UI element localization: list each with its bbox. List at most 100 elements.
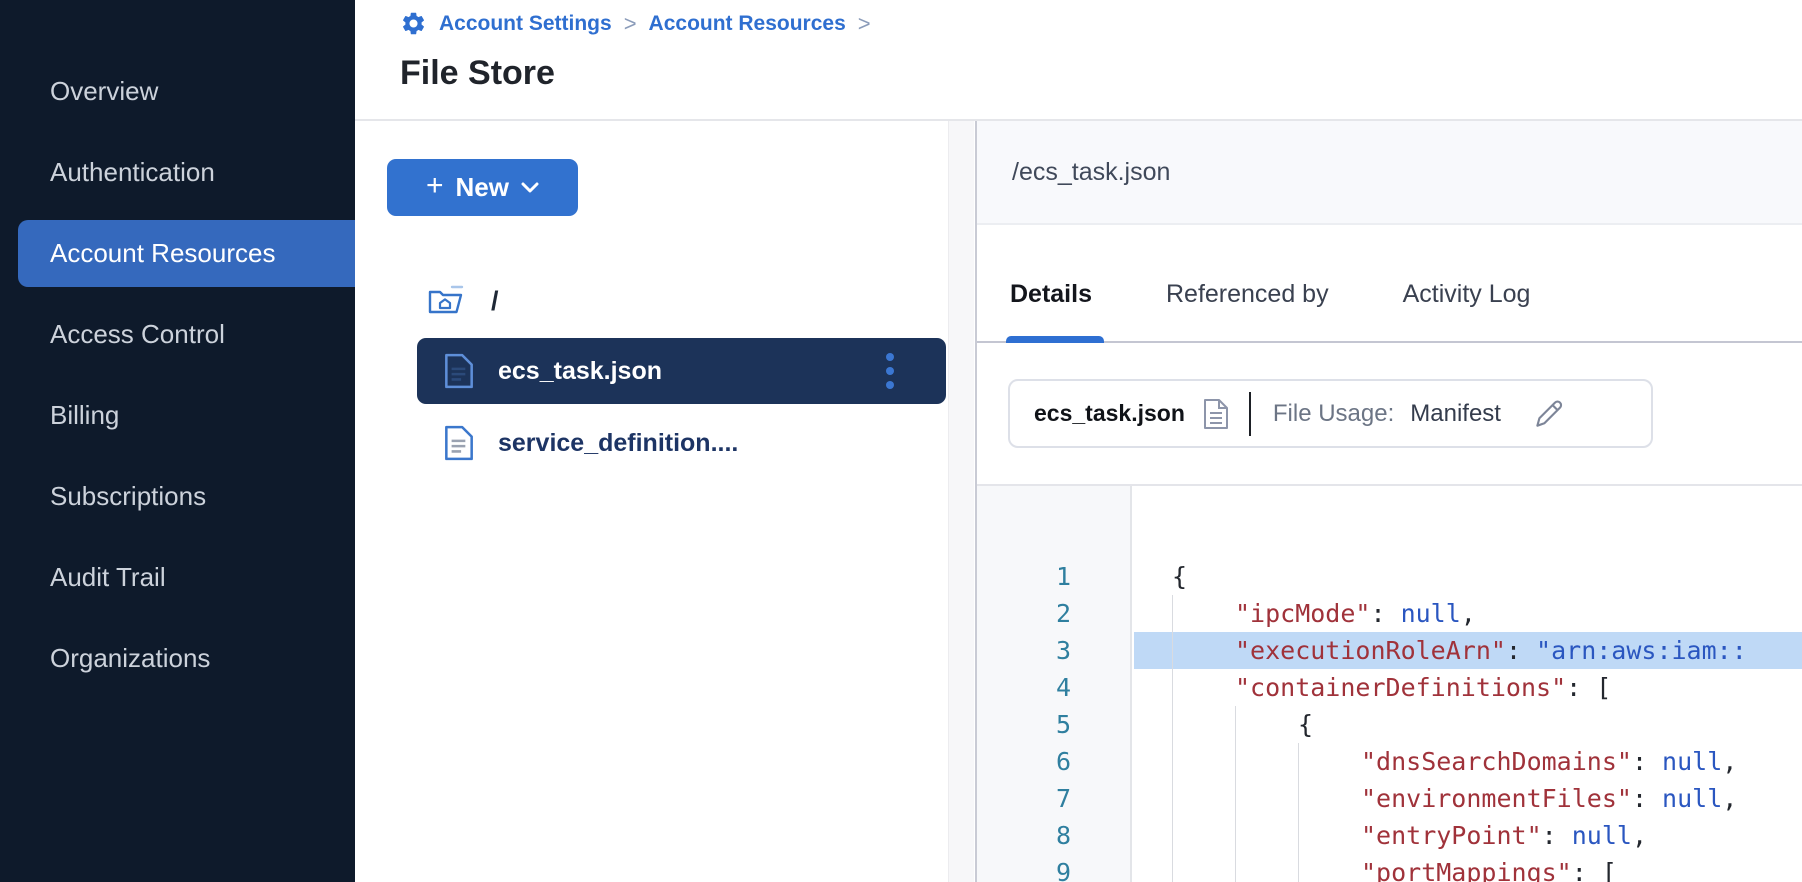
chevron-down-icon (521, 182, 539, 194)
edit-usage-button[interactable] (1531, 397, 1565, 431)
code-line-7: 7 "environmentFiles": null, (977, 780, 1802, 817)
code-token: null (1662, 784, 1723, 813)
file-icon (443, 352, 475, 390)
sidebar-item-label: Access Control (50, 319, 225, 349)
file-path-header: /ecs_task.json (977, 121, 1802, 225)
file-name: ecs_task.json (498, 356, 662, 385)
code-text: "executionRoleArn": "arn:aws:iam:: (1134, 632, 1802, 669)
code-token: "dnsSearchDomains" (1361, 747, 1632, 776)
indent-guide (1235, 854, 1298, 882)
code-token: "entryPoint" (1361, 821, 1542, 850)
sidebar-item-label: Billing (50, 400, 120, 430)
scrollbar[interactable] (948, 121, 974, 882)
sidebar-item-account-resources[interactable]: Account Resources (18, 220, 355, 287)
breadcrumb-link-account-resources[interactable]: Account Resources (648, 11, 846, 35)
code-token: "executionRoleArn" (1235, 636, 1506, 665)
sidebar-item-label: Organizations (50, 643, 211, 673)
code-text: "environmentFiles": null, (1134, 780, 1802, 817)
code-token: : [ (1566, 673, 1612, 702)
line-number: 2 (1055, 599, 1071, 628)
code-token: : (1541, 821, 1572, 850)
indent-guide (1298, 780, 1361, 817)
file-info-box: ecs_task.json File Usage: Manifest (1008, 379, 1653, 448)
indent-guide (1298, 854, 1361, 882)
file-name: service_definition.... (498, 428, 739, 457)
file-usage-value: Manifest (1410, 399, 1501, 427)
line-number: 4 (1055, 673, 1071, 702)
sidebar-item-label: Subscriptions (50, 481, 207, 511)
indent-guide (1172, 854, 1235, 882)
file-store-panel: + New / ecs_task.json (355, 121, 975, 882)
indent-guide (1172, 817, 1235, 854)
code-line-2: 2 "ipcMode": null, (977, 595, 1802, 632)
indent-guide (1235, 817, 1298, 854)
sidebar-item-access-control[interactable]: Access Control (0, 301, 355, 368)
indent-guide (1172, 632, 1235, 669)
code-token: : (1505, 636, 1537, 665)
sidebar-item-label: Overview (50, 76, 159, 106)
code-token: "containerDefinitions" (1235, 673, 1567, 702)
code-line-3: 3 "executionRoleArn": "arn:aws:iam:: (977, 632, 1802, 669)
line-number: 3 (1055, 636, 1071, 665)
root-path-label: / (491, 285, 499, 316)
file-icon (443, 424, 475, 462)
root-folder-row[interactable]: / (427, 284, 499, 318)
sidebar-item-organizations[interactable]: Organizations (0, 625, 355, 692)
tab-referenced-by[interactable]: Referenced by (1166, 280, 1329, 341)
file-usage-label: File Usage: (1272, 399, 1395, 427)
page-title: File Store (400, 54, 555, 92)
code-line-8: 8 "entryPoint": null, (977, 817, 1802, 854)
code-line-4: 4 "containerDefinitions": [ (977, 669, 1802, 706)
code-lines: 1 { 2 "ipcMode": null, 3 "executionRoleA… (977, 558, 1802, 882)
sidebar-item-billing[interactable]: Billing (0, 382, 355, 449)
code-token: , (1722, 784, 1738, 813)
kebab-menu-icon[interactable] (886, 353, 894, 389)
sidebar-item-overview[interactable]: Overview (0, 58, 355, 125)
code-token: null (1400, 599, 1461, 628)
indent-guide (1235, 706, 1298, 743)
code-text: "portMappings": [ (1134, 854, 1802, 882)
sidebar-item-subscriptions[interactable]: Subscriptions (0, 463, 355, 530)
sidebar-item-authentication[interactable]: Authentication (0, 139, 355, 206)
code-token: : [ (1571, 858, 1617, 882)
vertical-separator (1248, 391, 1251, 436)
code-token: null (1662, 747, 1723, 776)
code-text: "entryPoint": null, (1134, 817, 1802, 854)
indent-guide (1235, 743, 1298, 780)
page-header: Account Settings > Account Resources > File… (355, 0, 1802, 121)
line-number: 8 (1055, 821, 1071, 850)
code-token: : (1370, 599, 1401, 628)
panel-divider (975, 121, 977, 882)
code-token: null (1571, 821, 1632, 850)
new-button[interactable]: + New (387, 159, 578, 216)
file-row-service-definition[interactable]: service_definition.... (417, 410, 946, 476)
file-row-ecs-task-json[interactable]: ecs_task.json (417, 338, 946, 404)
code-token: , (1460, 599, 1476, 628)
indent-guide (1172, 595, 1235, 632)
breadcrumb-separator: > (623, 10, 637, 36)
folder-home-icon (427, 284, 467, 318)
indent-guide (1172, 706, 1235, 743)
new-button-label: New (455, 172, 509, 202)
breadcrumb-link-account-settings[interactable]: Account Settings (439, 11, 612, 35)
code-token: "arn:aws:iam:: (1536, 636, 1747, 665)
code-line-1: 1 { (977, 558, 1802, 595)
code-text: { (1134, 558, 1802, 595)
code-token: "ipcMode" (1235, 599, 1371, 628)
tab-activity-log[interactable]: Activity Log (1403, 280, 1531, 341)
document-icon[interactable] (1203, 398, 1229, 430)
gear-icon (400, 10, 427, 37)
plus-icon: + (426, 169, 444, 202)
sidebar-item-audit-trail[interactable]: Audit Trail (0, 544, 355, 611)
sidebar-item-label: Audit Trail (50, 562, 166, 592)
code-token: , (1722, 747, 1738, 776)
file-name-label: ecs_task.json (1034, 400, 1185, 426)
breadcrumb-separator: > (857, 10, 871, 36)
tab-details[interactable]: Details (1006, 280, 1104, 343)
code-token: { (1172, 562, 1188, 591)
line-number: 1 (1055, 562, 1071, 591)
file-list: ecs_task.json service_definition.... (417, 338, 946, 482)
code-token: : (1631, 747, 1663, 776)
code-token: "portMappings" (1361, 858, 1572, 882)
